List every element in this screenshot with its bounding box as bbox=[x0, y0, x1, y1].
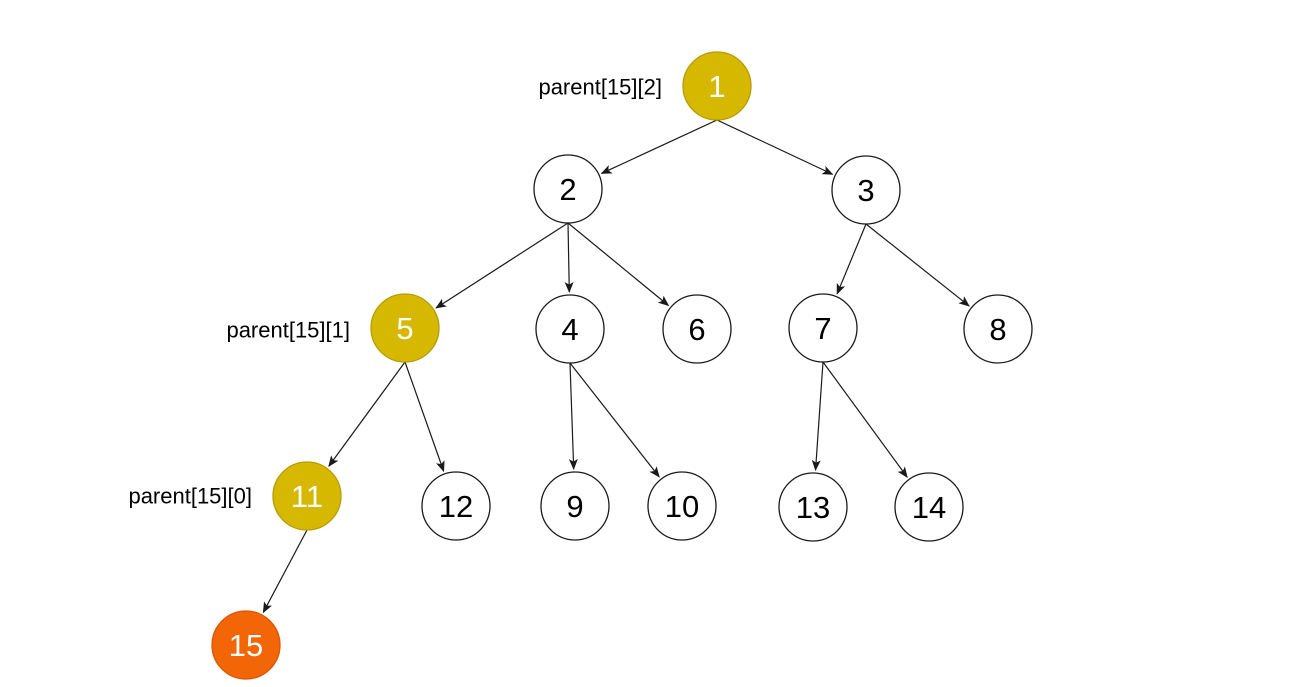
tree-node-11: 11 bbox=[272, 461, 342, 531]
tree-node-9: 9 bbox=[540, 471, 610, 541]
node-value-4: 4 bbox=[561, 312, 578, 347]
node-value-7: 7 bbox=[814, 311, 831, 346]
annotation-parent-15-0: parent[15][0] bbox=[128, 484, 252, 509]
node-circle-11 bbox=[272, 461, 342, 531]
tree-node-12: 12 bbox=[421, 471, 491, 541]
tree-edge-2-6 bbox=[567, 222, 670, 307]
node-value-14: 14 bbox=[912, 490, 946, 525]
node-value-2: 2 bbox=[559, 172, 576, 207]
node-circle-7 bbox=[788, 293, 858, 363]
tree-node-15: 15 bbox=[211, 610, 281, 680]
tree-node-14: 14 bbox=[894, 472, 964, 542]
tree-node-5: 5 bbox=[370, 293, 440, 363]
node-value-12: 12 bbox=[439, 489, 473, 524]
node-circle-13 bbox=[778, 472, 848, 542]
tree-node-4: 4 bbox=[535, 294, 605, 364]
tree-edge-4-9 bbox=[568, 362, 578, 471]
tree-node-3: 3 bbox=[831, 155, 901, 225]
tree-edge-1-2 bbox=[600, 119, 718, 174]
node-value-13: 13 bbox=[796, 490, 830, 525]
node-circle-15 bbox=[211, 610, 281, 680]
node-circle-8 bbox=[963, 294, 1033, 364]
tree-edge-7-14 bbox=[822, 361, 908, 478]
annotation-parent-15-2: parent[15][2] bbox=[538, 75, 662, 100]
node-value-9: 9 bbox=[566, 489, 583, 524]
tree-edge-3-8 bbox=[865, 223, 970, 307]
node-circle-6 bbox=[662, 294, 732, 364]
node-circle-4 bbox=[535, 294, 605, 364]
node-circle-9 bbox=[540, 471, 610, 541]
node-value-11: 11 bbox=[291, 479, 323, 514]
tree-node-10: 10 bbox=[647, 471, 717, 541]
node-value-10: 10 bbox=[665, 489, 699, 524]
node-value-1: 1 bbox=[708, 69, 725, 104]
annotation-parent-15-1: parent[15][1] bbox=[226, 318, 350, 343]
node-circle-14 bbox=[894, 472, 964, 542]
node-value-6: 6 bbox=[688, 312, 705, 347]
node-circle-3 bbox=[831, 155, 901, 225]
node-circle-1 bbox=[682, 51, 752, 121]
tree-edge-5-11 bbox=[328, 361, 406, 467]
tree-edge-5-12 bbox=[404, 361, 445, 473]
tree-node-6: 6 bbox=[662, 294, 732, 364]
tree-node-8: 8 bbox=[963, 294, 1033, 364]
node-value-3: 3 bbox=[857, 173, 874, 208]
tree-edge-3-7 bbox=[836, 223, 867, 295]
tree-node-13: 13 bbox=[778, 472, 848, 542]
node-value-5: 5 bbox=[396, 311, 413, 346]
tree-edge-4-10 bbox=[569, 362, 660, 478]
tree-edge-2-5 bbox=[435, 222, 569, 309]
tree-node-2: 2 bbox=[533, 154, 603, 224]
tree-edge-11-15 bbox=[262, 529, 308, 614]
tree-edge-7-13 bbox=[811, 361, 824, 472]
node-circle-5 bbox=[370, 293, 440, 363]
tree-node-1: 1 bbox=[682, 51, 752, 121]
tree-node-7: 7 bbox=[788, 293, 858, 363]
node-circle-12 bbox=[421, 471, 491, 541]
tree-edge-2-4 bbox=[564, 222, 574, 294]
tree-edge-1-3 bbox=[716, 119, 834, 175]
node-circle-10 bbox=[647, 471, 717, 541]
node-circle-2 bbox=[533, 154, 603, 224]
node-value-15: 15 bbox=[229, 628, 263, 663]
node-value-8: 8 bbox=[989, 312, 1006, 347]
